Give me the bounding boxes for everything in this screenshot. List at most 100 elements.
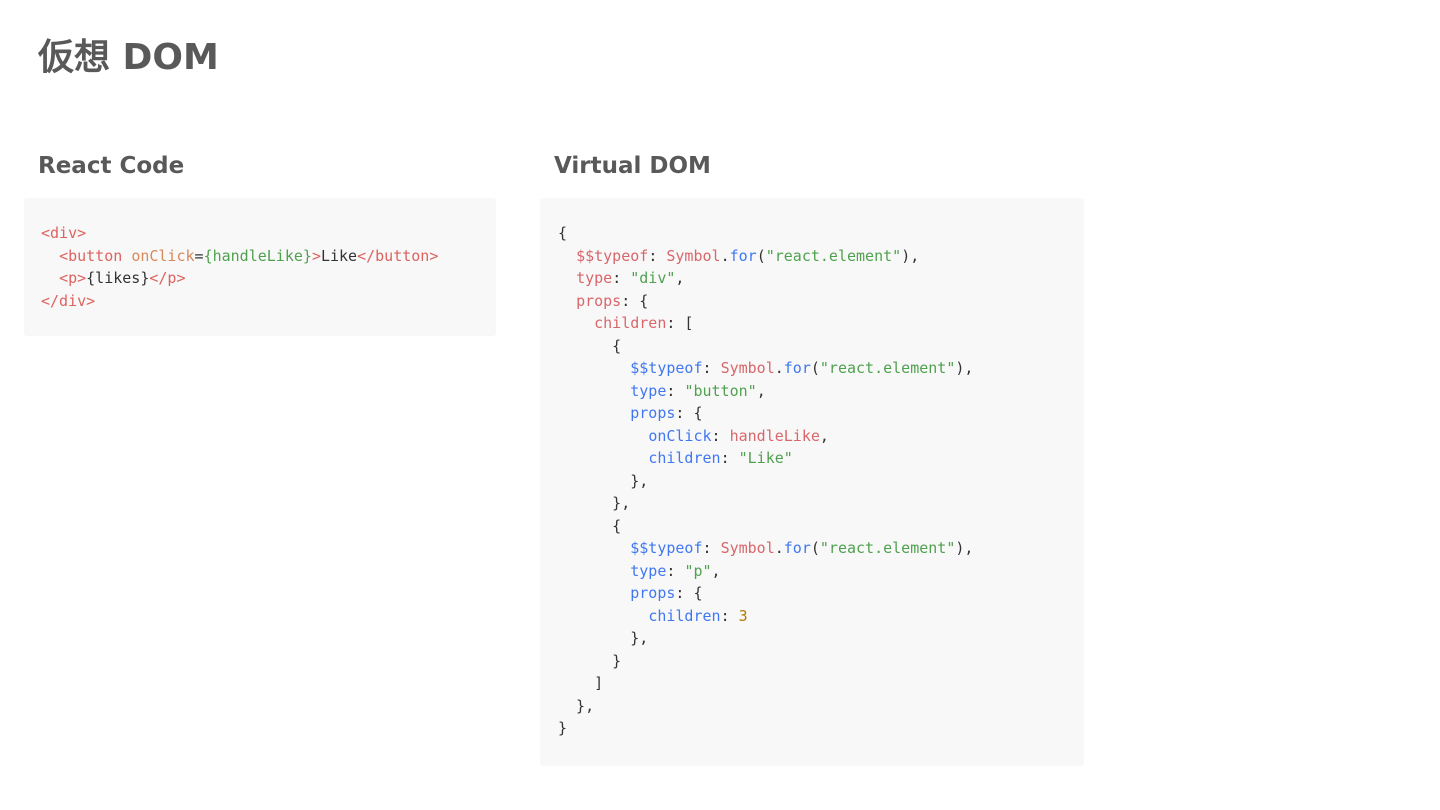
code-token: : { [675,404,703,422]
code-line: type: "p", [558,560,721,583]
code-token: : [648,246,667,265]
code-token: : [720,606,739,625]
code-token: $$typeof [630,359,703,377]
code-token: children [594,314,667,332]
code-token: , [711,561,721,580]
code-token [558,584,630,602]
code-token: "div" [630,269,676,287]
code-line: { [558,515,621,538]
code-token: "react.element" [765,246,902,265]
code-token: : [711,426,730,445]
code-token: "react.element" [819,359,956,377]
code-token: onClick [648,426,712,445]
code-token: }, [558,471,649,490]
code-token: : [720,449,739,467]
code-line: <p>{likes}</p> [41,267,186,290]
code-token: {handleLike} [203,246,312,265]
code-token: type [630,561,667,580]
code-token: : [612,269,631,287]
code-token: : [666,561,685,580]
code-token: onClick [131,246,195,265]
react-code-heading: React Code [38,153,185,179]
code-token: : [702,539,721,557]
code-token [558,539,630,557]
code-token: { [558,224,568,242]
code-token: Like [320,246,358,265]
code-token: <div> [41,224,87,242]
code-token [558,292,576,310]
code-line: <button onClick={handleLike}>Like</butto… [41,245,438,268]
code-token: } [558,651,622,670]
code-token: for [783,539,811,557]
code-token: children [648,449,721,467]
code-token: type [630,381,667,400]
code-token: , [675,269,685,287]
code-token [558,427,648,445]
code-token: ), [955,359,974,377]
code-token [41,247,59,265]
code-token: . [774,359,784,377]
code-line: type: "div", [558,267,684,290]
code-token: }, [558,629,649,647]
code-token: , [819,426,829,445]
code-line: onClick: handleLike, [558,425,829,448]
code-token: props [630,404,676,422]
code-token: "react.element" [819,539,956,557]
code-token: "button" [684,381,757,400]
code-token: : { [621,291,649,310]
code-token: for [783,359,811,377]
code-token [558,562,630,580]
code-token: { [558,336,622,355]
code-line: }, [558,627,648,650]
code-token: : { [675,584,703,602]
code-line: type: "button", [558,380,766,403]
code-token: Symbol [666,246,721,265]
code-token: ] [558,674,604,692]
code-token: . [720,246,730,265]
code-token: ), [955,539,974,557]
code-token: </p> [149,269,186,287]
code-token: $$typeof [576,246,649,265]
code-token [558,449,648,467]
code-line: $$typeof: Symbol.for("react.element"), [558,357,973,380]
code-line: $$typeof: Symbol.for("react.element"), [558,245,919,268]
code-token: , [756,381,766,400]
code-line: </div> [41,290,95,313]
virtual-dom-code-block: { $$typeof: Symbol.for("react.element"),… [540,198,1084,766]
code-token: children [648,606,721,625]
code-token [41,269,59,287]
code-line: props: { [558,402,703,425]
code-line: } [558,650,621,673]
code-line: }, [558,492,630,515]
code-line: }, [558,695,594,718]
code-token: Symbol [720,359,775,377]
code-line: $$typeof: Symbol.for("react.element"), [558,537,973,560]
code-token [558,607,648,625]
code-token: : [702,359,721,377]
code-line: props: { [558,290,648,313]
code-line: props: { [558,582,703,605]
code-token [558,404,630,422]
code-token: 3 [738,606,748,625]
code-token: props [576,291,622,310]
code-token: for [729,246,757,265]
code-line: children: "Like" [558,447,793,470]
code-token: Symbol [720,539,775,557]
code-token: ( [810,359,820,377]
code-token: handleLike [729,426,820,445]
code-token: <button [59,246,132,265]
code-line: <div> [41,222,86,245]
code-line: }, [558,470,648,493]
code-token [558,382,630,400]
code-token: "p" [684,561,712,580]
code-token [558,247,576,265]
code-token: {likes} [86,269,150,287]
virtual-dom-heading: Virtual DOM [554,153,711,179]
code-token: } [558,719,568,737]
code-token: > [311,246,321,265]
slide-title: 仮想 DOM [38,37,219,78]
code-token: </div> [41,291,96,310]
code-line: ] [558,672,603,695]
code-token: { [558,516,622,535]
code-token: : [ [666,314,694,332]
